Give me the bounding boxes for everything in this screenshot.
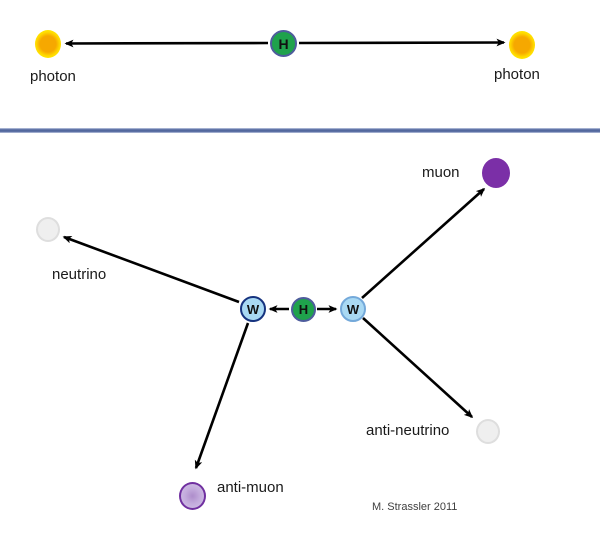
anti-neutrino-particle	[476, 419, 500, 444]
higgs-boson-bottom: H	[291, 297, 316, 322]
arrow-higgs-to-right-photon	[298, 38, 506, 47]
higgs-boson-top: H	[270, 30, 297, 57]
anti-muon-particle	[179, 482, 206, 510]
arrow-w-to-anti-muon	[194, 322, 250, 470]
panel-divider	[0, 128, 600, 133]
photon-particle-right	[509, 31, 535, 59]
w-boson-left: W	[240, 296, 266, 322]
photon-particle-left	[35, 30, 61, 58]
muon-label: muon	[422, 164, 460, 181]
neutrino-label: neutrino	[52, 266, 107, 283]
neutrino-particle	[36, 217, 60, 242]
anti-neutrino-label: anti-neutrino	[366, 422, 450, 439]
arrow-higgs-to-left-photon	[64, 39, 269, 48]
anti-muon-label: anti-muon	[217, 479, 284, 496]
arrow-w-to-anti-neutrino	[362, 317, 474, 419]
arrow-w-to-neutrino	[62, 235, 240, 304]
muon-particle	[482, 158, 510, 188]
photon-left-label: photon	[30, 68, 76, 85]
w-boson-right: W	[340, 296, 366, 322]
photon-right-label: photon	[494, 66, 540, 83]
credit-text: M. Strassler 2011	[372, 501, 458, 513]
arrow-w-to-muon	[361, 188, 486, 299]
